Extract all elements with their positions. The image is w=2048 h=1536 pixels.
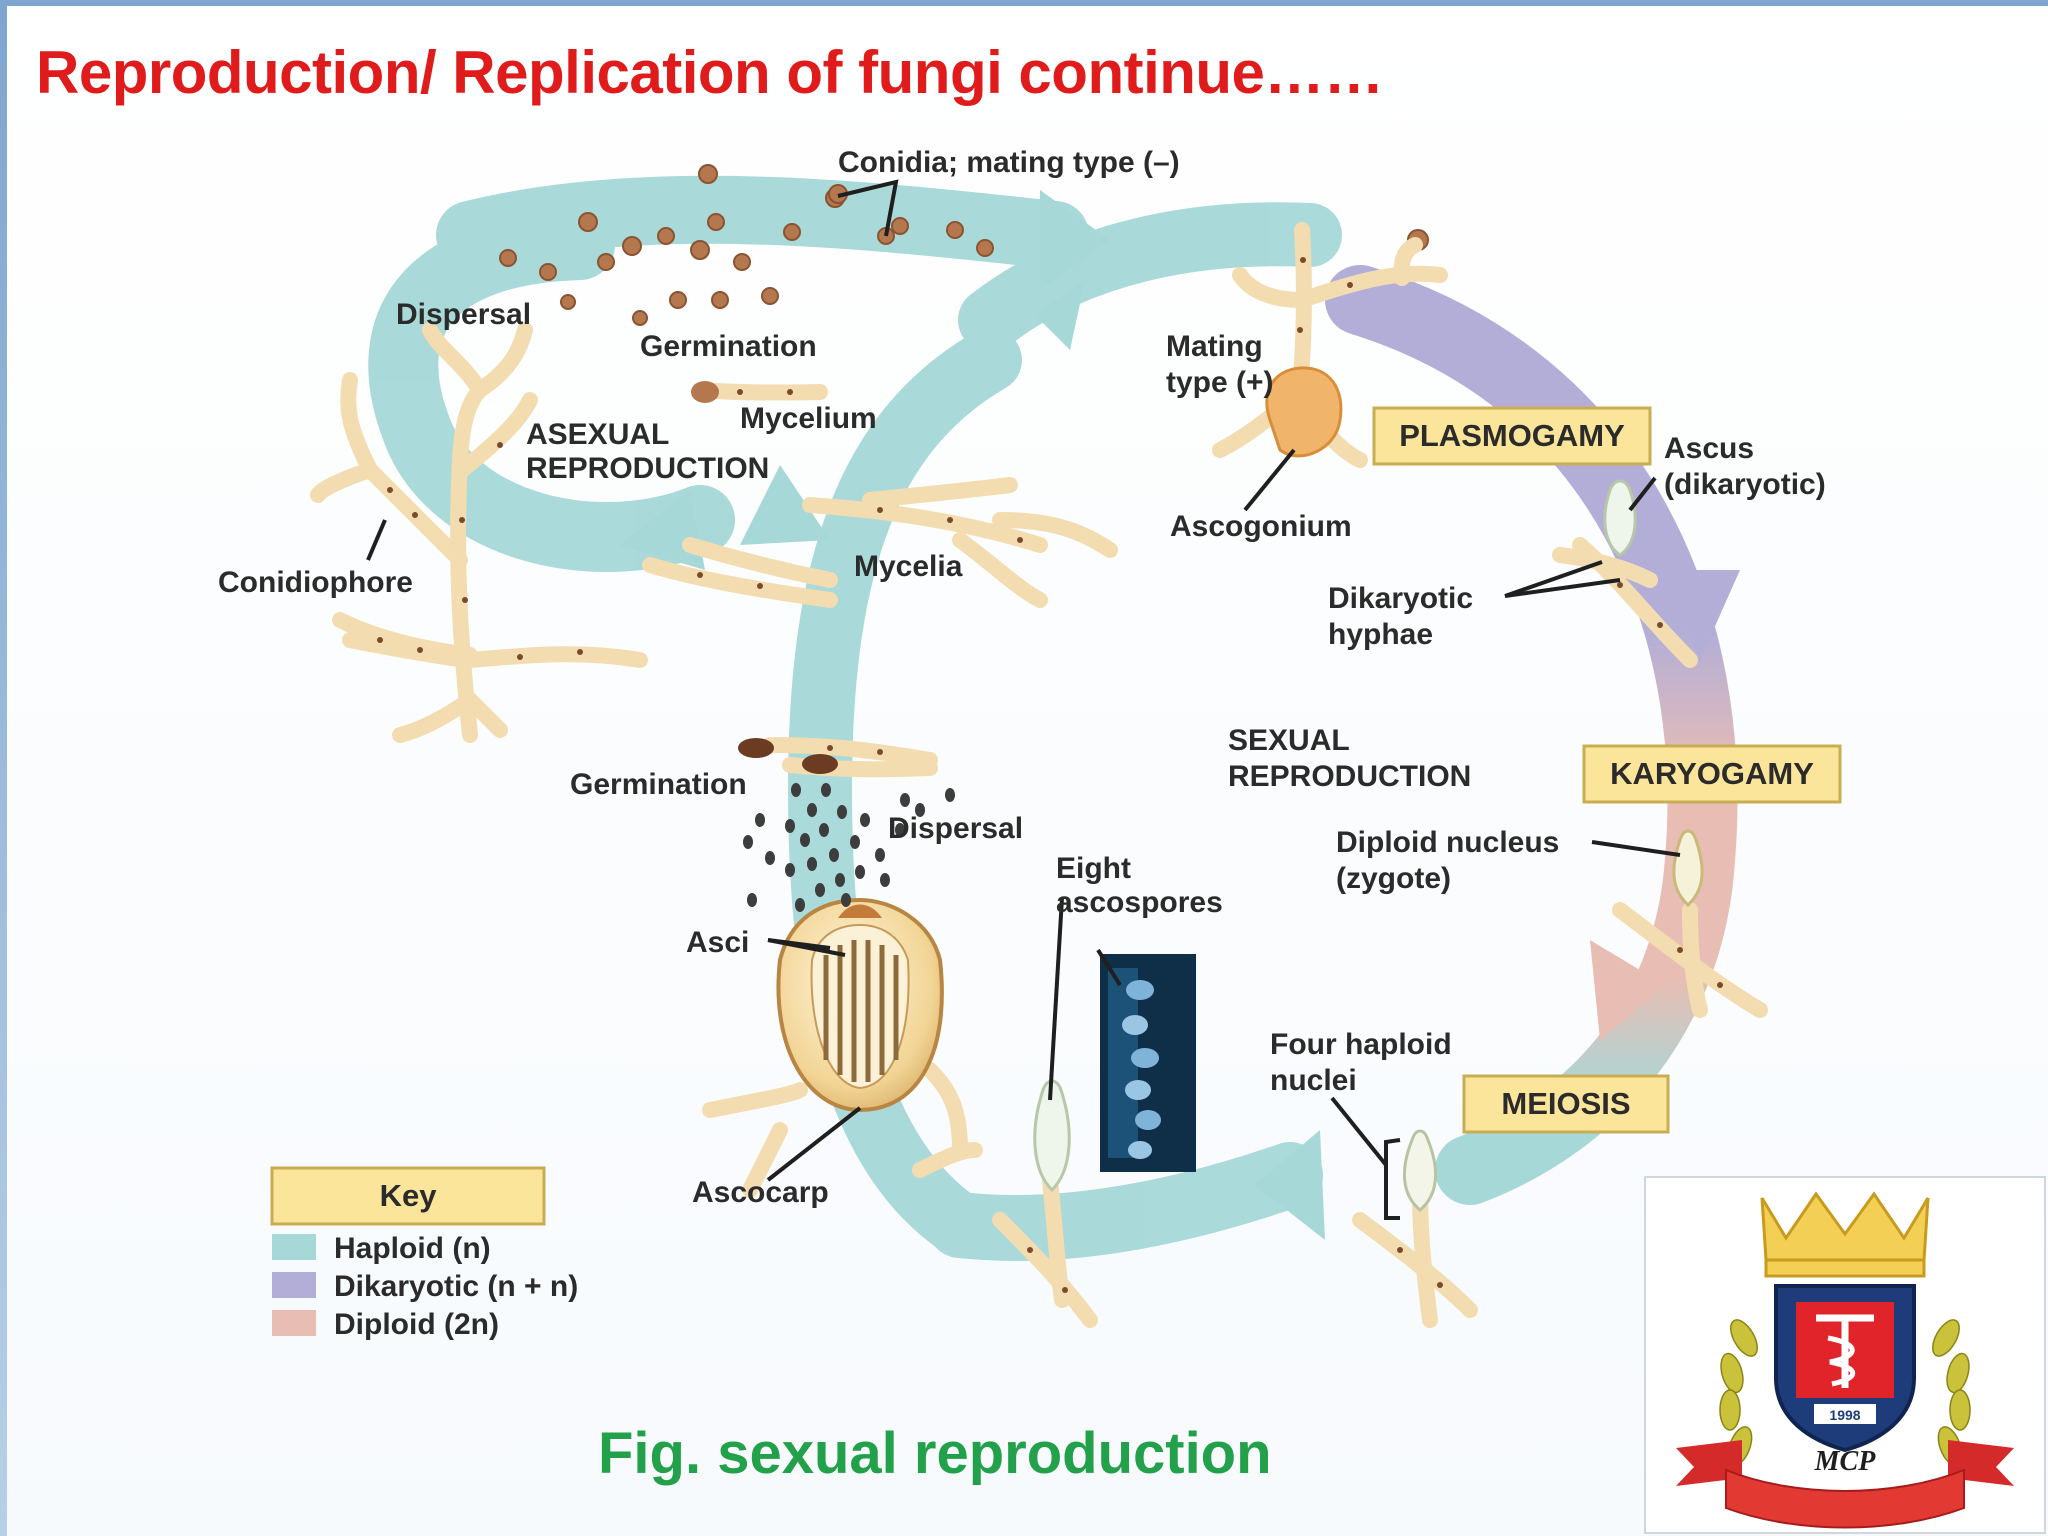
- eight-spore-ascus: [1033, 1079, 1071, 1193]
- ascospores-micrograph: [1100, 954, 1196, 1172]
- hyphal-nuclei: [377, 257, 1723, 1293]
- label-mating-2: type (+): [1166, 366, 1274, 399]
- stage-karyogamy: KARYOGAMY: [1582, 744, 1842, 804]
- germinating-ascospores: [738, 738, 838, 774]
- figure-caption: Fig. sexual reproduction: [598, 1421, 1272, 1486]
- label-four-1: Four haploid: [1270, 1028, 1452, 1061]
- label-ascus-2: (dikaryotic): [1664, 468, 1826, 501]
- legend: Key Haploid (n) Dikaryotic (n + n) Diplo…: [270, 1166, 578, 1341]
- crown-icon: [1760, 1191, 1930, 1278]
- label-asci: Asci: [686, 926, 749, 959]
- label-germination-bottom: Germination: [570, 768, 747, 801]
- label-asexual-1: ASEXUAL: [526, 418, 669, 451]
- legend-label-dikaryotic: Dikaryotic (n + n): [334, 1270, 578, 1303]
- four-haploid-ascus: [1402, 1129, 1438, 1212]
- label-dispersal-top: Dispersal: [396, 298, 531, 331]
- slide-top-border: [0, 0, 2048, 6]
- dikaryotic-arrowhead: [1660, 570, 1740, 660]
- stage-plasmogamy: PLASMOGAMY: [1372, 406, 1652, 466]
- slide-left-border: [0, 0, 7, 1536]
- label-conidiophore: Conidiophore: [218, 566, 413, 599]
- germinating-conidium: [691, 381, 719, 403]
- ascocarp: [776, 897, 944, 1113]
- legend-title: Key: [380, 1178, 438, 1213]
- legend-label-haploid: Haploid (n): [334, 1232, 491, 1265]
- label-dispersal-bottom: Dispersal: [888, 812, 1023, 845]
- dispersed-ascospores: [743, 783, 955, 912]
- college-logo: 1998 MCP: [1644, 1176, 2046, 1534]
- label-diploid-2: (zygote): [1336, 862, 1451, 895]
- label-eight-2: ascospores: [1056, 886, 1223, 919]
- legend-swatch-haploid: [272, 1234, 316, 1260]
- slide-title: Reproduction/ Replication of fungi conti…: [36, 39, 1384, 106]
- legend-swatch-diploid: [272, 1310, 316, 1336]
- logo-initials: MCP: [1814, 1446, 1877, 1477]
- diploid-arrowhead: [1590, 940, 1665, 1040]
- label-dikaryotic-2: hyphae: [1328, 618, 1433, 651]
- legend-swatch-dikaryotic: [272, 1272, 316, 1298]
- dikaryotic-ascus: [1603, 479, 1637, 557]
- ribbon-banner: MCP: [1676, 1440, 2014, 1529]
- diploid-ascus: [1672, 829, 1704, 908]
- logo-year: 1998: [1829, 1407, 1860, 1423]
- college-emblem: 1998 MCP: [1676, 1191, 2014, 1529]
- label-germination-top: Germination: [640, 330, 817, 363]
- cycle-arrowheads: [620, 190, 1325, 1240]
- label-conidia: Conidia; mating type (–): [838, 146, 1180, 179]
- label-mating-1: Mating: [1166, 330, 1263, 363]
- label-sexual-2: REPRODUCTION: [1228, 760, 1471, 793]
- stage-karyogamy-label: KARYOGAMY: [1610, 756, 1814, 791]
- label-diploid-1: Diploid nucleus: [1336, 826, 1559, 859]
- label-ascus-1: Ascus: [1664, 432, 1754, 465]
- ascogonium: [1265, 366, 1343, 458]
- label-mycelium: Mycelium: [740, 402, 877, 435]
- legend-label-diploid: Diploid (2n): [334, 1308, 499, 1341]
- label-dikaryotic-1: Dikaryotic: [1328, 582, 1473, 615]
- label-ascocarp: Ascocarp: [692, 1176, 829, 1209]
- stage-meiosis: MEIOSIS: [1462, 1074, 1670, 1134]
- leader-lines: [366, 179, 1681, 1220]
- label-mycelia: Mycelia: [854, 550, 963, 583]
- label-four-2: nuclei: [1270, 1064, 1357, 1097]
- label-asexual-2: REPRODUCTION: [526, 452, 769, 485]
- label-sexual-1: SEXUAL: [1228, 724, 1350, 757]
- stage-plasmogamy-label: PLASMOGAMY: [1399, 418, 1625, 453]
- shield-icon: 1998: [1774, 1284, 1916, 1453]
- label-ascogonium: Ascogonium: [1170, 510, 1352, 543]
- stage-meiosis-label: MEIOSIS: [1501, 1086, 1630, 1121]
- label-eight-1: Eight: [1056, 852, 1131, 885]
